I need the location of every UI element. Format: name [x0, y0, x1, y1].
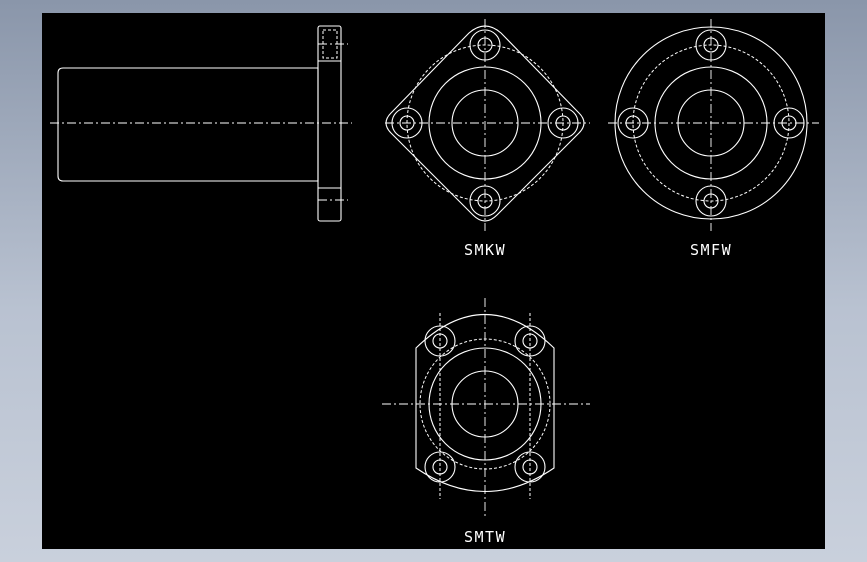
smtw-label: SMTW	[464, 528, 506, 546]
drawing-canvas: SMKW SMFW SMTW	[42, 13, 825, 549]
bushing-body	[57, 67, 319, 182]
smfw-label: SMFW	[690, 241, 732, 259]
oblong-flange	[415, 313, 555, 492]
smtw-view: SMTW	[382, 298, 590, 546]
side-view	[50, 25, 352, 222]
square-flange	[385, 25, 585, 222]
cad-drawing: SMKW SMFW SMTW	[50, 19, 819, 546]
flange-profile	[317, 25, 342, 222]
smkw-view: SMKW	[385, 19, 590, 259]
smkw-label: SMKW	[464, 241, 506, 259]
smfw-view: SMFW	[608, 19, 819, 259]
